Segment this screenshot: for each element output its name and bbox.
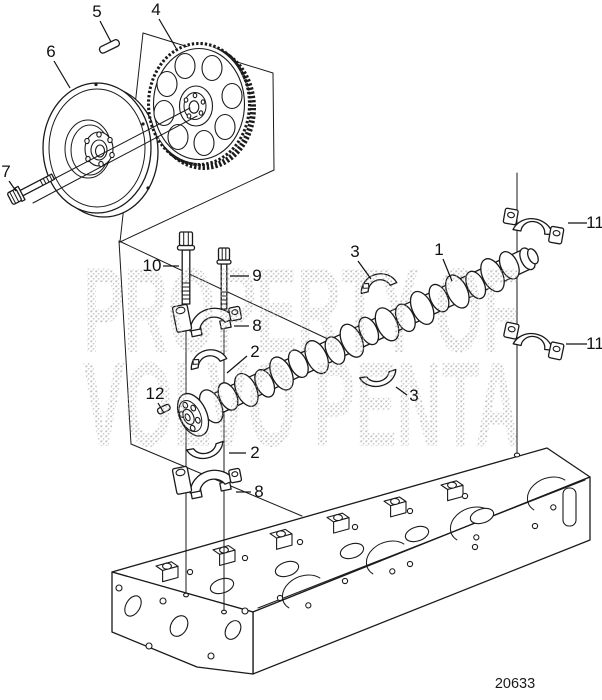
flange-bolt-7 xyxy=(7,173,56,205)
callout-label-2: 2 xyxy=(250,443,259,462)
cylinder-head-end-ports xyxy=(115,584,249,660)
cylinder-head-holes xyxy=(186,492,539,602)
callout-label-10: 10 xyxy=(143,256,162,275)
callout-label-7: 7 xyxy=(1,162,10,181)
callout-leader xyxy=(157,402,165,414)
callout-leader xyxy=(357,260,372,280)
bearing-shell-3-lower xyxy=(359,368,397,388)
cylinder-head-ports xyxy=(209,507,495,595)
gear-lightening-holes xyxy=(153,52,243,157)
callout-label-3: 3 xyxy=(409,386,418,405)
cylinder-head-side-slot xyxy=(562,487,577,527)
dowel-pin xyxy=(98,39,121,54)
callout-leader xyxy=(53,60,71,89)
cap-bolt-9 xyxy=(216,247,232,310)
callout-label-11: 11 xyxy=(586,213,602,232)
gear-hub-holes xyxy=(183,92,206,119)
callout-leader xyxy=(442,258,453,282)
bearing-cap-8-upper xyxy=(171,303,243,338)
callout-leader xyxy=(395,386,408,396)
callout-label-8: 8 xyxy=(252,316,261,335)
callout-label-2: 2 xyxy=(250,342,259,361)
callout-leader xyxy=(158,18,177,49)
callout-leader xyxy=(226,355,248,374)
callout-label-4: 4 xyxy=(151,0,160,19)
bearing-shell-2-upper xyxy=(190,349,228,371)
callout-leader xyxy=(8,180,17,192)
camshaft-lobes xyxy=(198,251,520,424)
watermark-line2: VOLVO PENTA xyxy=(83,336,520,472)
camshaft-plug xyxy=(156,403,171,415)
callout-label-9: 9 xyxy=(252,266,261,285)
camshaft xyxy=(176,247,539,437)
callout-leader xyxy=(99,20,112,43)
bearing-cap-11-upper xyxy=(502,207,565,245)
callout-label-6: 6 xyxy=(46,42,55,61)
bearing-cap-8-lower xyxy=(171,465,243,500)
crankshaft-gear xyxy=(147,42,256,170)
bearing-cap-11-lower xyxy=(503,321,565,361)
cylinder-head-arches xyxy=(281,476,566,609)
watermark: PROPERTY OF VOLVO PENTA xyxy=(83,242,520,472)
bearing-shell-2-lower xyxy=(186,440,224,460)
callout-label-8: 8 xyxy=(254,482,263,501)
callout-label-5: 5 xyxy=(92,2,101,21)
callout-label-3: 3 xyxy=(350,242,359,261)
watermark-line1: PROPERTY OF xyxy=(83,242,520,378)
callout-label-12: 12 xyxy=(146,384,165,403)
callout-label-1: 1 xyxy=(434,240,443,259)
flywheel-damper xyxy=(42,82,159,218)
cylinder-head xyxy=(111,447,591,675)
camshaft-front-flange xyxy=(176,392,210,437)
drawing-number: 20633 xyxy=(495,676,535,692)
cylinder-head-towers xyxy=(155,480,464,583)
callout-label-11: 11 xyxy=(586,334,602,353)
